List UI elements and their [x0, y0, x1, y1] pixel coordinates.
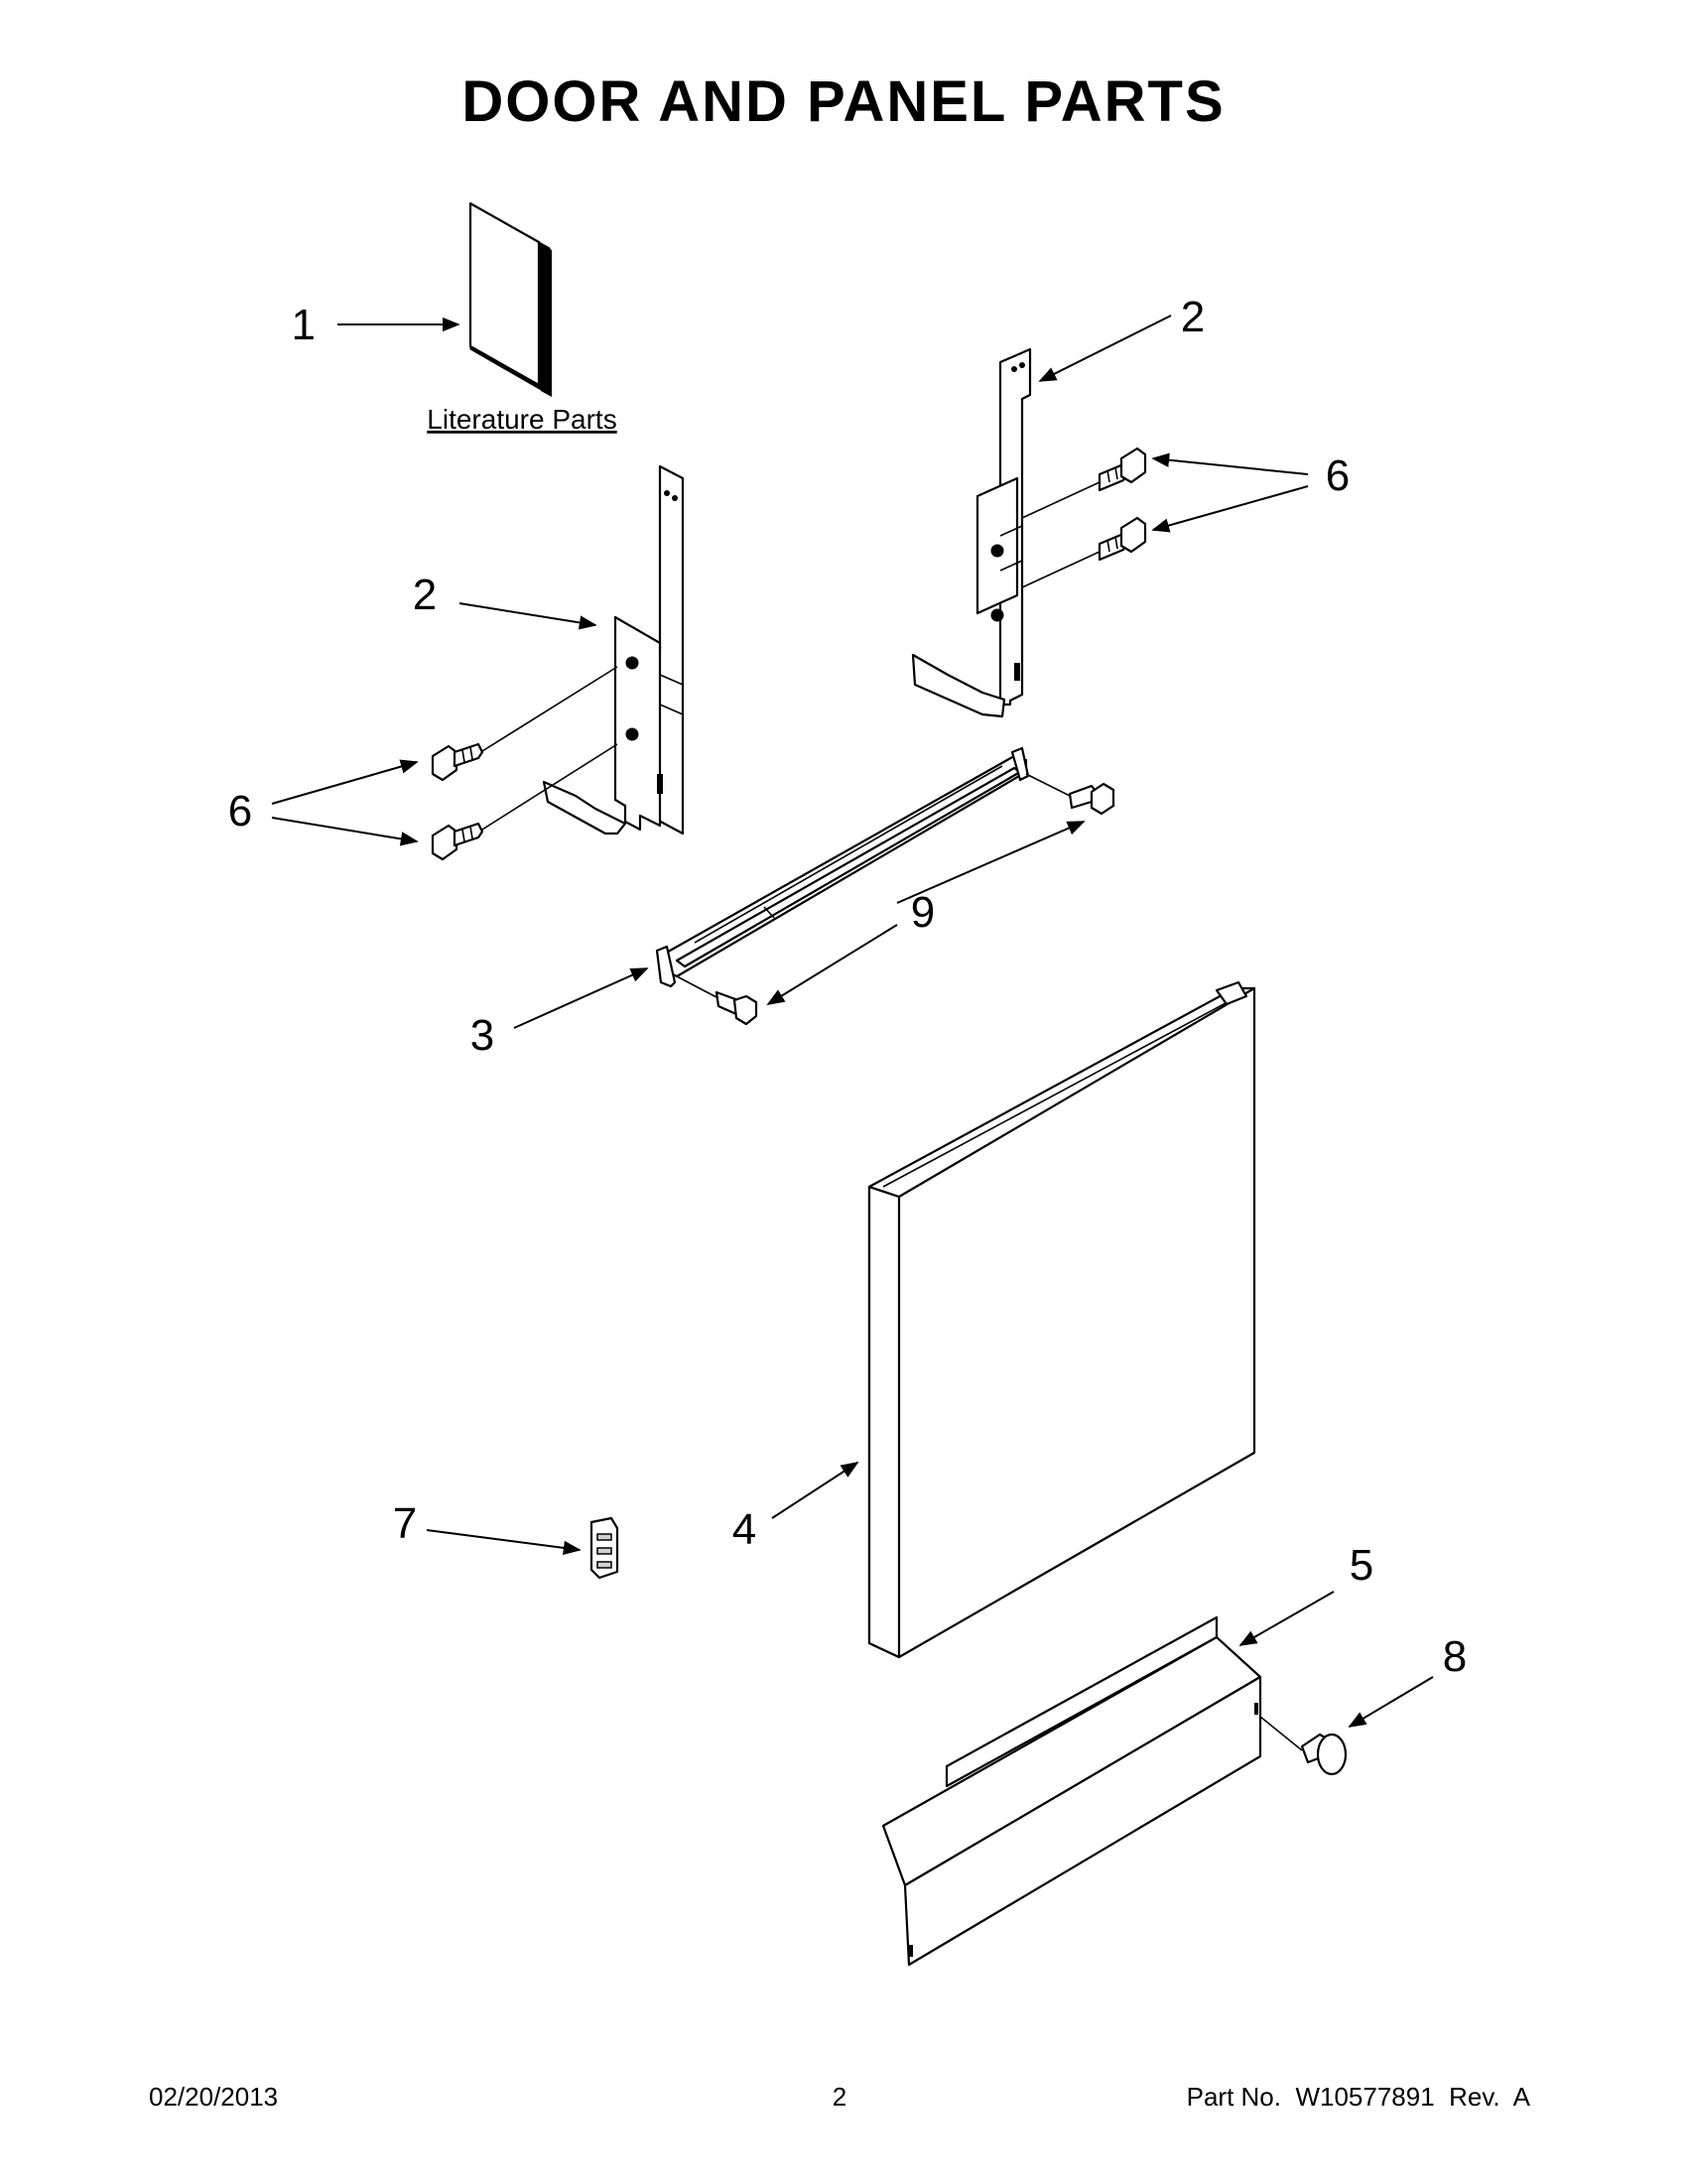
leader-line-6-left-a	[271, 759, 419, 805]
leader-line-9-b	[766, 924, 898, 1005]
callout-1: 1	[292, 301, 316, 349]
rail-screw-path-left	[676, 975, 719, 999]
literature-booklet	[468, 201, 552, 397]
callout-7: 7	[393, 1499, 417, 1548]
leader-line-6-right-b	[1151, 485, 1309, 533]
leader-line-4	[771, 1462, 859, 1519]
footer-date: 02/20/2013	[149, 2082, 278, 2112]
left-screw-lower	[431, 822, 484, 861]
screw-path-left-lower	[481, 743, 618, 831]
footer-page-number: 2	[833, 2082, 846, 2112]
rail-screw-left	[714, 990, 758, 1026]
screw-path-right-upper	[1021, 481, 1101, 519]
door-clip	[589, 1516, 619, 1580]
callout-9: 9	[911, 888, 935, 937]
screw-path-toe	[1259, 1716, 1303, 1751]
leader-line-5	[1238, 1591, 1335, 1646]
callout-3: 3	[470, 1011, 494, 1060]
toe-panel-screw	[1300, 1733, 1348, 1776]
leader-line-2-left	[458, 602, 597, 630]
rail-screw-right	[1068, 782, 1115, 816]
screw-path-left-upper	[481, 666, 618, 752]
toe-panel	[881, 1615, 1262, 1967]
leader-line-9-a	[896, 821, 1086, 904]
right-screw-upper	[1098, 447, 1147, 492]
callout-4: 4	[732, 1505, 756, 1554]
screw-path-right-lower	[1021, 551, 1101, 588]
door-top-rail	[655, 746, 1030, 988]
callout-6-left: 6	[228, 787, 252, 835]
footer-part-number: Part No. W10577891 Rev. A	[1187, 2082, 1531, 2112]
left-hinge-bracket	[542, 464, 685, 835]
callout-2-left: 2	[413, 571, 437, 619]
leader-line-6-left-b	[271, 817, 419, 846]
callout-5: 5	[1350, 1541, 1373, 1590]
callout-6-right: 6	[1326, 451, 1350, 500]
leader-line-2-right	[1038, 315, 1172, 382]
leader-line-6-right-a	[1151, 452, 1309, 475]
callout-8: 8	[1443, 1632, 1467, 1681]
literature-parts-label: Literature Parts	[427, 404, 616, 435]
callout-2-right: 2	[1181, 293, 1205, 341]
leader-line-8	[1348, 1676, 1434, 1728]
page-title: DOOR AND PANEL PARTS	[461, 69, 1225, 134]
rail-screw-path-right	[1025, 773, 1071, 797]
leader-line-3	[513, 967, 649, 1029]
leader-line-7	[426, 1529, 582, 1556]
right-hinge-bracket	[911, 347, 1032, 718]
right-screw-lower	[1098, 516, 1147, 562]
door-panel	[867, 980, 1256, 1659]
left-screw-upper	[431, 742, 484, 782]
